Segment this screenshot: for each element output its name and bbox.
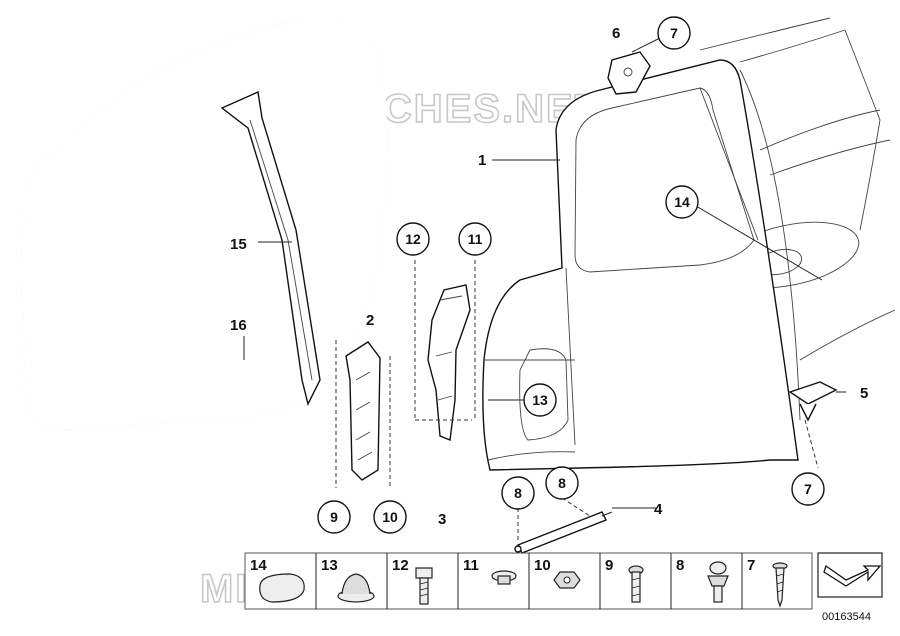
svg-text:10: 10 xyxy=(382,509,398,525)
svg-text:7: 7 xyxy=(670,25,678,41)
direction-arrow-icon xyxy=(817,552,883,598)
svg-text:7: 7 xyxy=(804,481,812,497)
label-4: 4 xyxy=(654,501,663,518)
legend-cell-label: 12 xyxy=(392,557,409,574)
label-16: 16 xyxy=(230,317,247,334)
legend-cell-label: 7 xyxy=(747,557,755,574)
diagram-id: 00163544 xyxy=(822,611,871,623)
seal-strip-15 xyxy=(220,90,321,407)
legend-cell-label: 13 xyxy=(321,557,338,574)
callout-8-left: 8 xyxy=(501,476,535,510)
legend-cell-label: 9 xyxy=(605,557,613,574)
plug-icon xyxy=(259,573,305,603)
window-seal-16 xyxy=(21,17,388,432)
svg-text:11: 11 xyxy=(468,231,483,247)
callout-7-top: 7 xyxy=(657,16,691,50)
label-15: 15 xyxy=(230,236,247,253)
bracket-2 xyxy=(345,341,381,481)
callout-8-right: 8 xyxy=(545,466,579,500)
hinge-6 xyxy=(607,51,651,95)
callout-10: 10 xyxy=(373,500,407,534)
svg-text:14: 14 xyxy=(674,194,690,210)
gas-spring-4 xyxy=(514,511,613,554)
legend-cell-label: 8 xyxy=(676,557,684,574)
tapping-screw-icon xyxy=(772,562,788,608)
callout-11: 11 xyxy=(458,222,492,256)
legend-cell-label: 11 xyxy=(463,557,479,574)
callout-9: 9 xyxy=(317,500,351,534)
legend-cell-label: 10 xyxy=(534,557,551,574)
grommet-icon xyxy=(337,573,375,603)
legend-strip: 14 13 12 11 10 9 8 7 xyxy=(244,552,813,610)
label-1: 1 xyxy=(478,152,486,169)
label-3: 3 xyxy=(438,511,446,528)
leader-lines xyxy=(243,37,846,540)
callout-12: 12 xyxy=(396,222,430,256)
svg-text:12: 12 xyxy=(405,231,421,247)
callout-7-bottom: 7 xyxy=(791,472,825,506)
callout-14: 14 xyxy=(665,185,699,219)
svg-text:8: 8 xyxy=(514,485,522,501)
legend-cell-label: 14 xyxy=(250,557,267,574)
svg-text:9: 9 xyxy=(330,509,338,525)
label-6: 6 xyxy=(612,25,620,42)
screw-icon xyxy=(628,565,644,603)
svg-text:13: 13 xyxy=(532,392,548,408)
bracket-3 xyxy=(427,284,471,441)
striker-5 xyxy=(788,381,838,422)
label-5: 5 xyxy=(860,385,868,402)
push-clip-icon xyxy=(707,561,729,603)
callout-13: 13 xyxy=(523,383,557,417)
label-2: 2 xyxy=(366,312,374,329)
hex-bolt-icon xyxy=(415,567,433,605)
svg-text:8: 8 xyxy=(558,475,566,491)
hex-nut-icon xyxy=(553,571,581,589)
washer-nut-icon xyxy=(491,570,517,585)
